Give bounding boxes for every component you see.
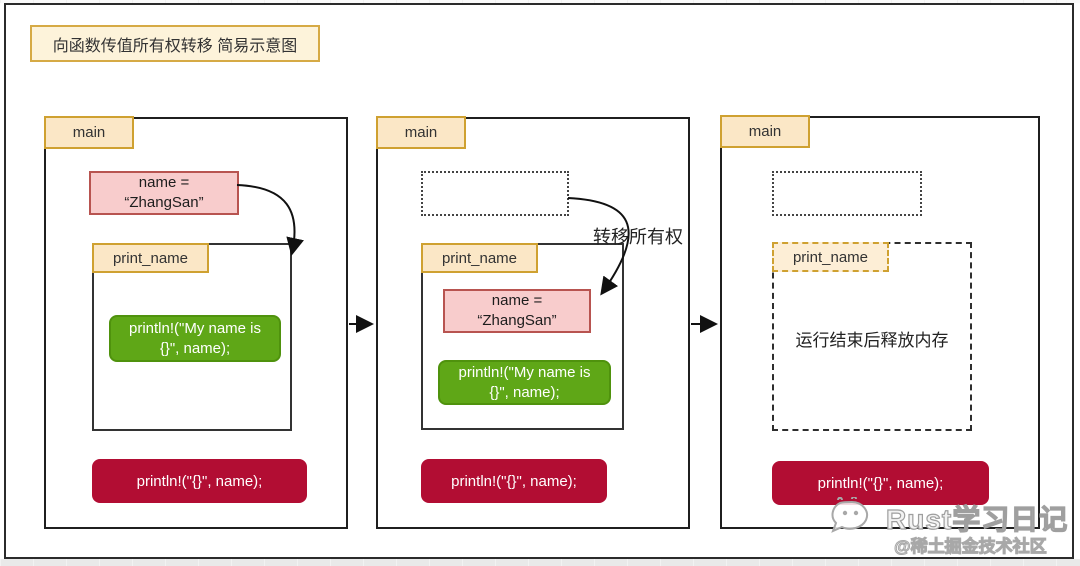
print-name-scope: print_name println!("My name is {}", nam… — [92, 243, 292, 431]
println-fn-code: println!("My name is {}", name); — [109, 315, 281, 362]
main-scope-label: main — [44, 116, 134, 149]
print-name-label: print_name — [421, 243, 538, 273]
panel-main-step3: main print_name 运行结束后释放内存 println!("{}",… — [720, 115, 1040, 529]
memory-freed-text: 运行结束后释放内存 — [795, 331, 949, 350]
panel-main-step2: main print_name name = “ZhangSan” printl… — [376, 116, 690, 529]
main-scope-label: main — [720, 115, 810, 148]
moved-out-variable-slot — [421, 171, 569, 216]
name-variable-box: name = “ZhangSan” — [443, 289, 591, 333]
print-name-scope-freed: print_name 运行结束后释放内存 — [772, 242, 972, 431]
top-gridline-strip — [0, 0, 1080, 3]
diagram-title: 向函数传值所有权转移 简易示意图 — [30, 25, 320, 62]
watermark-community: @稀土掘金技术社区 — [894, 537, 1048, 557]
moved-out-variable-slot — [772, 171, 922, 216]
print-name-scope: print_name name = “ZhangSan” println!("M… — [421, 243, 624, 430]
println-main-code: println!("{}", name); — [421, 459, 607, 503]
bottom-gridline-strip — [0, 559, 1080, 566]
main-scope-label: main — [376, 116, 466, 149]
println-fn-code: println!("My name is {}", name); — [438, 360, 611, 405]
panel-main-step1: main name = “ZhangSan” print_name printl… — [44, 116, 348, 529]
canvas-border: 向函数传值所有权转移 简易示意图 main name = “ZhangSan” … — [4, 3, 1074, 559]
println-main-code: println!("{}", name); — [92, 459, 307, 503]
ownership-transfer-label: 转移所有权 — [593, 227, 683, 247]
println-main-code: println!("{}", name); — [772, 461, 989, 505]
print-name-label: print_name — [92, 243, 209, 273]
name-variable-box: name = “ZhangSan” — [89, 171, 239, 215]
print-name-label: print_name — [772, 242, 889, 272]
